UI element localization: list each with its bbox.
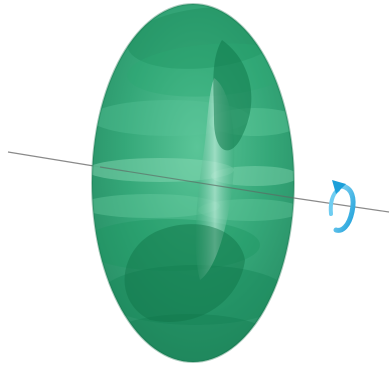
rotation-axis-tail <box>294 198 389 212</box>
torus <box>80 0 302 366</box>
rotation-axis-back <box>8 152 100 167</box>
